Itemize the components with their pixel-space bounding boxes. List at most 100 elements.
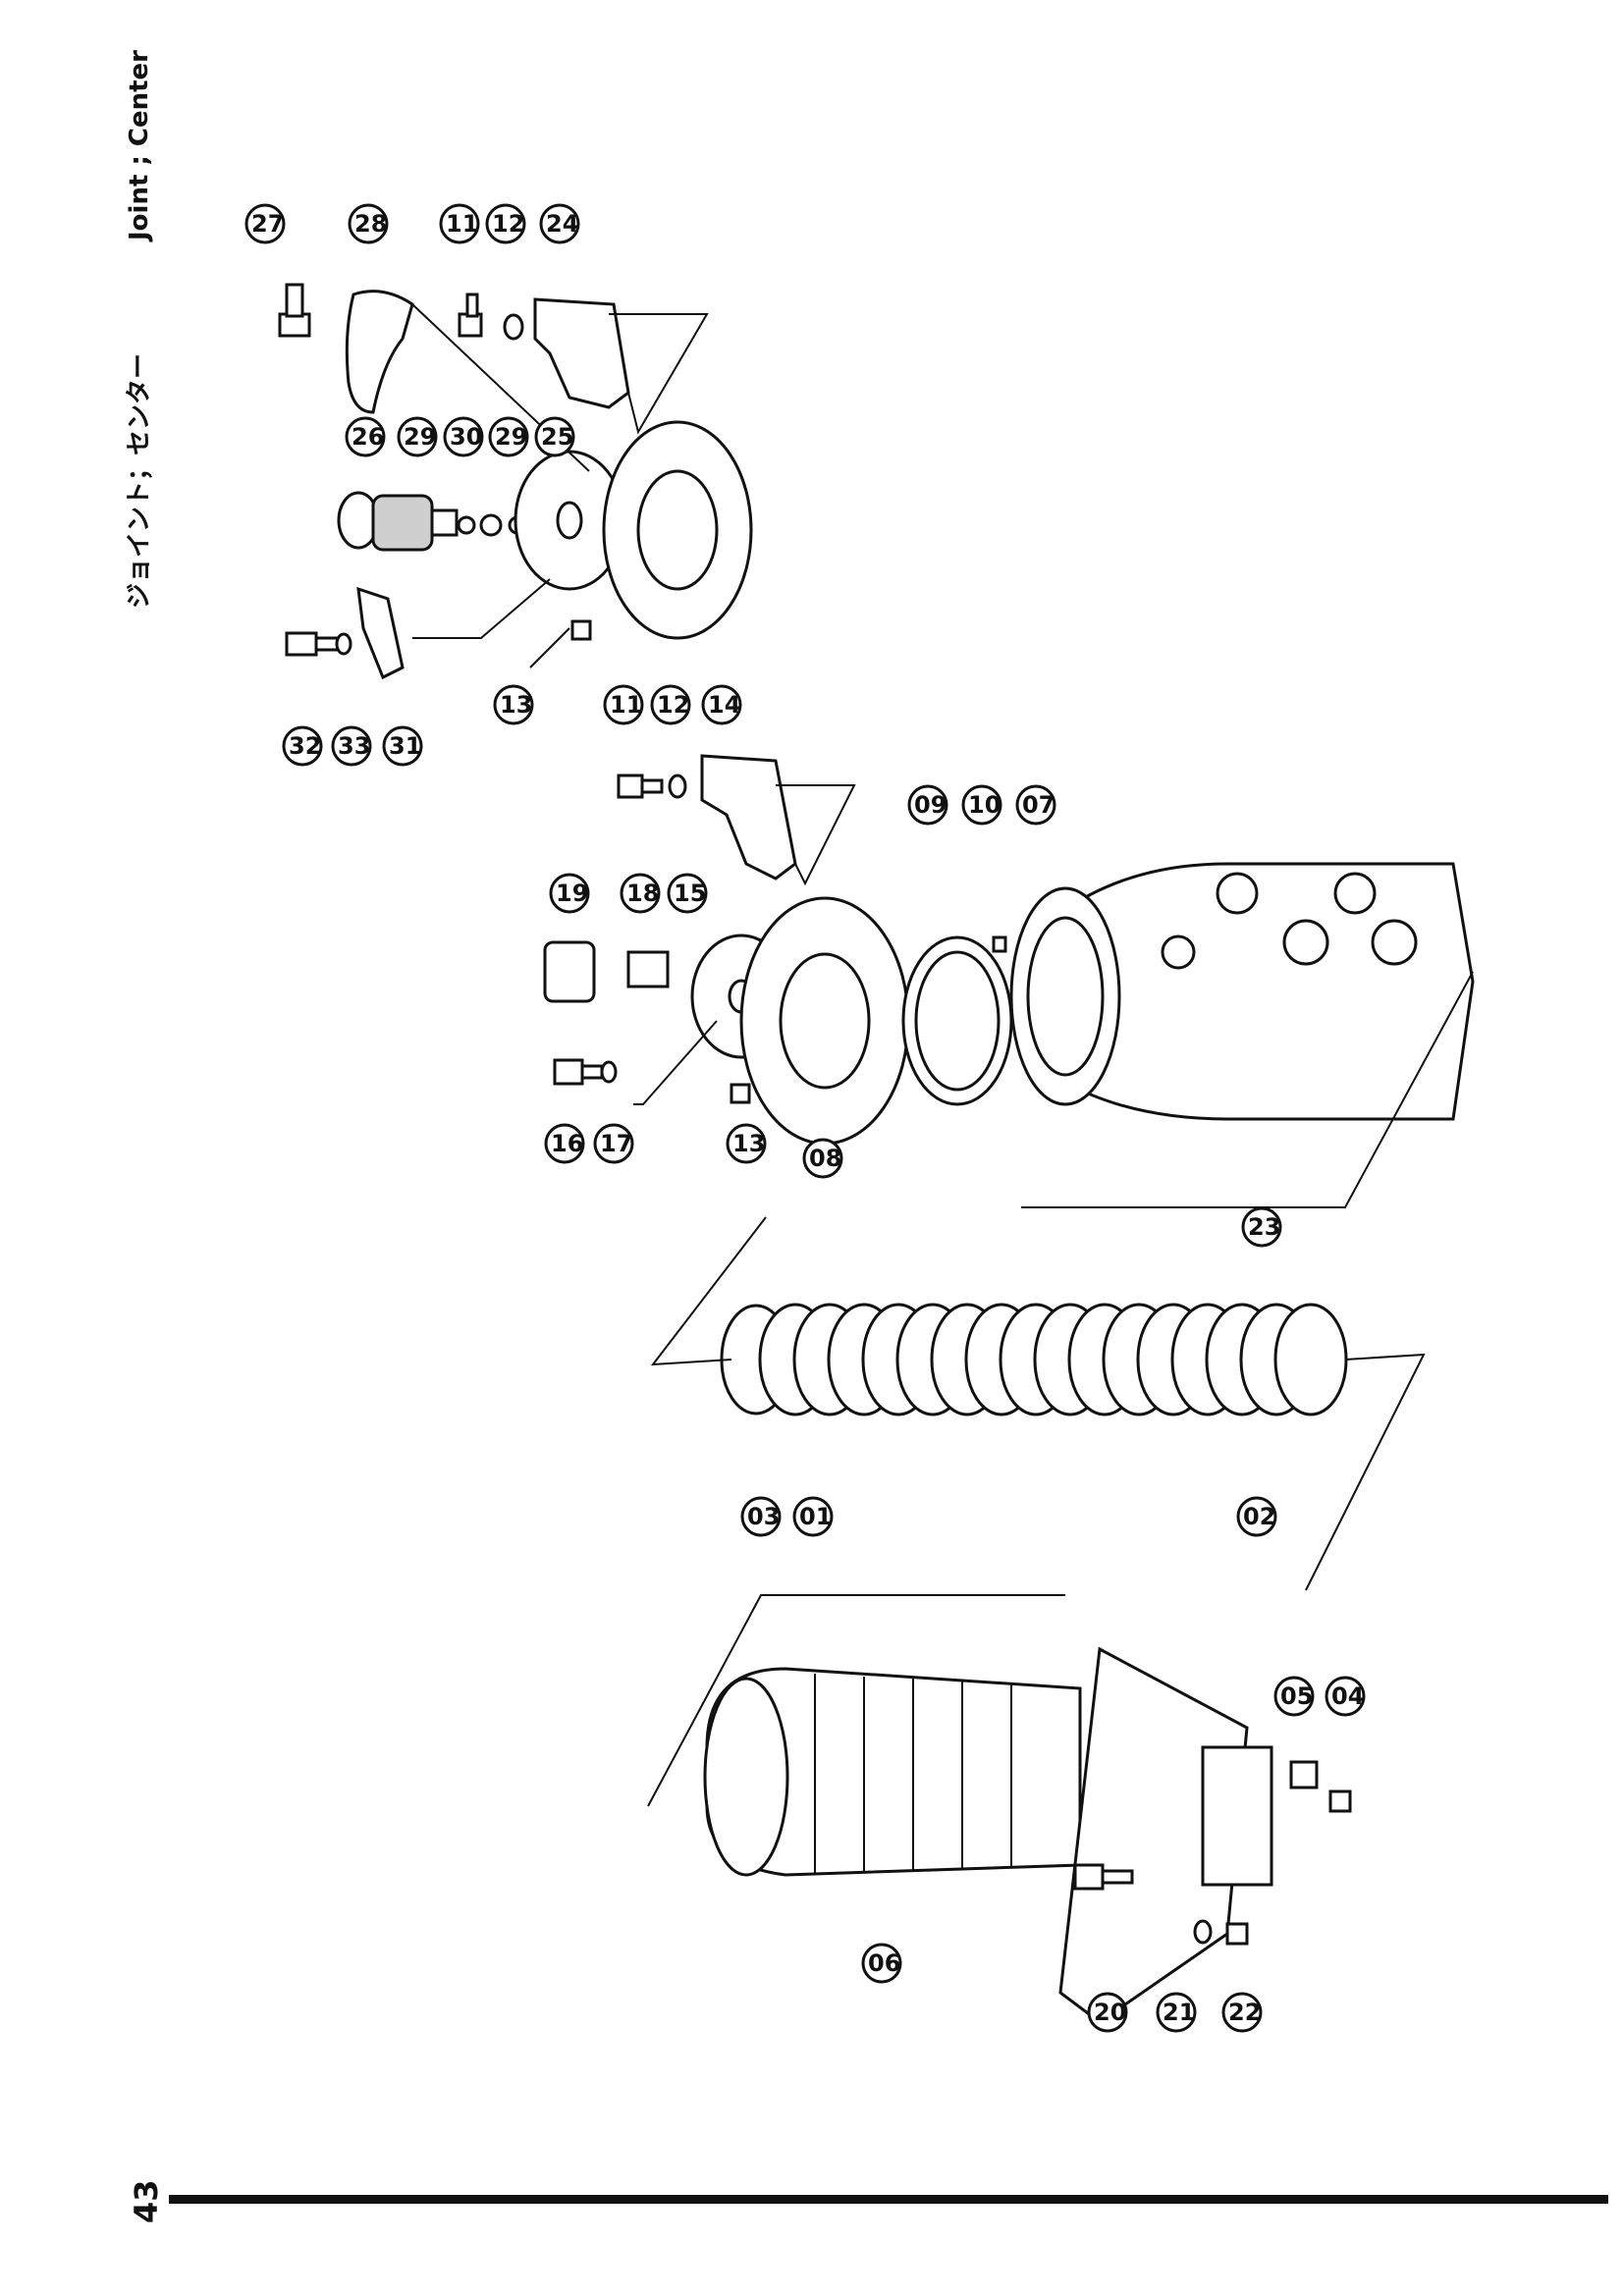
seal-ring — [1273, 1303, 1348, 1416]
callout-label: 09 — [914, 791, 947, 819]
callout-29b: 29 — [488, 416, 529, 457]
callout-label: 21 — [1163, 1999, 1195, 2026]
washer-33 — [335, 632, 352, 656]
callout-18: 18 — [620, 873, 661, 914]
leader-line — [529, 627, 570, 668]
callout-12: 12 — [485, 203, 526, 244]
leader-line — [412, 578, 551, 639]
washer-21 — [1193, 1919, 1213, 1945]
callout-label: 17 — [600, 1130, 632, 1157]
callout-label: 14 — [708, 691, 740, 719]
callout-label: 33 — [338, 732, 370, 760]
callout-25: 25 — [534, 416, 575, 457]
callout-label: 13 — [732, 1130, 765, 1157]
fitting-19 — [543, 940, 596, 1003]
bolt-16-shank — [580, 1064, 604, 1080]
callout-19: 19 — [549, 873, 590, 914]
middle-assembly — [543, 754, 1475, 1208]
callout-label: 07 — [1022, 791, 1055, 819]
bolt-20 — [1073, 1863, 1105, 1891]
callout-02: 02 — [1236, 1496, 1277, 1537]
callout-label: 22 — [1228, 1999, 1261, 2026]
callout-label: 26 — [352, 423, 384, 451]
bottom-assembly — [647, 1594, 1352, 2024]
washer-12-mid — [668, 774, 687, 799]
callout-10: 10 — [961, 784, 1002, 826]
callout-label: 20 — [1094, 1999, 1126, 2026]
leader-line — [1021, 971, 1474, 1208]
callout-label: 11 — [610, 691, 642, 719]
callout-08: 08 — [802, 1138, 843, 1179]
callout-32: 32 — [282, 725, 323, 767]
callout-21: 21 — [1156, 1992, 1197, 2033]
callout-23: 23 — [1241, 1206, 1282, 1248]
callout-label: 32 — [289, 732, 321, 760]
callout-label: 03 — [747, 1503, 780, 1530]
plug-05 — [1289, 1760, 1319, 1789]
callout-09: 09 — [907, 784, 948, 826]
bolt-27-shank — [285, 283, 304, 318]
adapter-18 — [626, 950, 670, 988]
page-number: 43 — [128, 2179, 165, 2223]
callout-label: 29 — [404, 423, 436, 451]
bolt-32 — [285, 631, 318, 657]
housing-port — [1333, 872, 1377, 915]
housing-port — [1216, 872, 1259, 915]
callout-label: 27 — [251, 210, 284, 238]
housing-07-bore — [1026, 916, 1105, 1077]
callout-11-mid: 11 — [603, 684, 644, 725]
callout-28: 28 — [348, 203, 389, 244]
callout-01: 01 — [792, 1496, 834, 1537]
callout-13-top: 13 — [493, 684, 534, 725]
callout-14: 14 — [701, 684, 742, 725]
callout-label: 31 — [389, 732, 421, 760]
bolt-16 — [553, 1058, 584, 1086]
leader-line — [609, 313, 709, 435]
callout-11: 11 — [439, 203, 480, 244]
plug-04 — [1328, 1789, 1352, 1813]
callout-label: 15 — [674, 880, 706, 907]
callout-05: 05 — [1273, 1676, 1315, 1717]
callout-20: 20 — [1087, 1992, 1128, 2033]
ring-30 — [479, 513, 503, 537]
callout-17: 17 — [593, 1123, 634, 1164]
oring-29a — [457, 515, 476, 535]
nut-22 — [1225, 1922, 1249, 1946]
knob-26-stem — [430, 508, 459, 537]
callout-24: 24 — [539, 203, 580, 244]
plate-28 — [345, 290, 414, 414]
bracket-24 — [533, 297, 630, 409]
callout-label: 12 — [657, 691, 689, 719]
knob-26 — [371, 494, 434, 552]
callout-label: 11 — [446, 210, 478, 238]
leader-line — [1305, 1353, 1426, 1591]
callout-label: 18 — [626, 880, 659, 907]
leader-line — [633, 1020, 718, 1105]
bolt-11-top-shank — [465, 293, 479, 318]
callout-26: 26 — [345, 416, 386, 457]
callout-label: 02 — [1243, 1503, 1275, 1530]
screw-10 — [992, 935, 1007, 953]
callout-13-mid: 13 — [726, 1123, 767, 1164]
callout-label: 24 — [546, 210, 578, 238]
shaft-06-end — [703, 1677, 789, 1877]
callout-12-mid: 12 — [650, 684, 691, 725]
header-title-en: Joint ; Center — [125, 50, 154, 242]
callout-22: 22 — [1221, 1992, 1263, 2033]
callout-label: 13 — [500, 691, 532, 719]
plug-13-mid — [730, 1083, 751, 1104]
callout-label: 19 — [556, 880, 588, 907]
housing-07 — [1058, 862, 1475, 1121]
callout-label: 16 — [551, 1130, 583, 1157]
callout-label: 08 — [809, 1145, 841, 1172]
plug-13-top — [570, 619, 592, 641]
bracket-31 — [356, 586, 405, 680]
flange-top-bore — [636, 469, 719, 591]
leader-line — [776, 784, 856, 886]
callout-07: 07 — [1015, 784, 1056, 826]
callout-label: 10 — [968, 791, 1001, 819]
callout-label: 28 — [354, 210, 387, 238]
callout-15: 15 — [667, 873, 708, 914]
callout-label: 04 — [1331, 1682, 1364, 1710]
